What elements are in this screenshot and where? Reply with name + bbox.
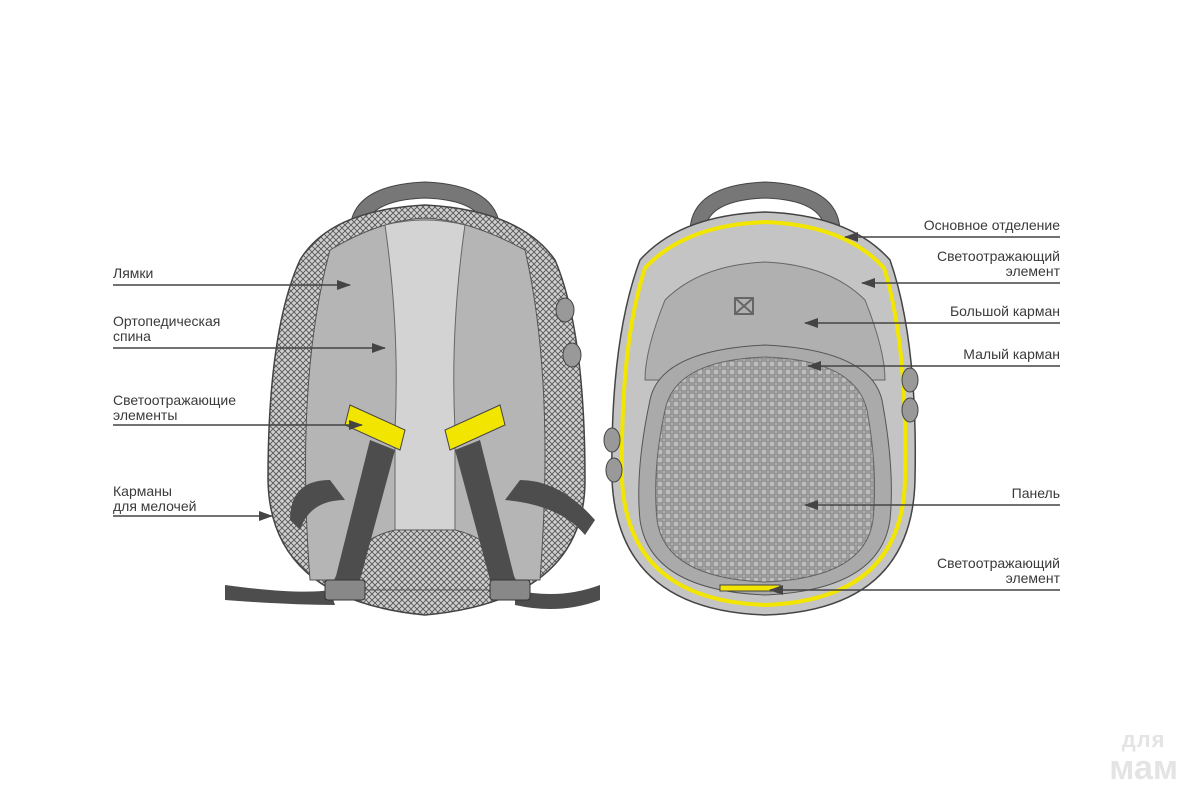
brand-logo [734,297,754,315]
backpack-back-view [225,181,600,616]
label-main-compartment: Основное отделение [923,217,1060,233]
backpack-front-view [603,181,919,616]
label-big-pocket: Большой карман [949,303,1060,319]
label-small-pocket: Малый карман [963,346,1060,362]
leader-lines [113,232,1060,595]
label-straps: Лямки [113,265,154,281]
label-panel: Панель [1011,485,1060,501]
